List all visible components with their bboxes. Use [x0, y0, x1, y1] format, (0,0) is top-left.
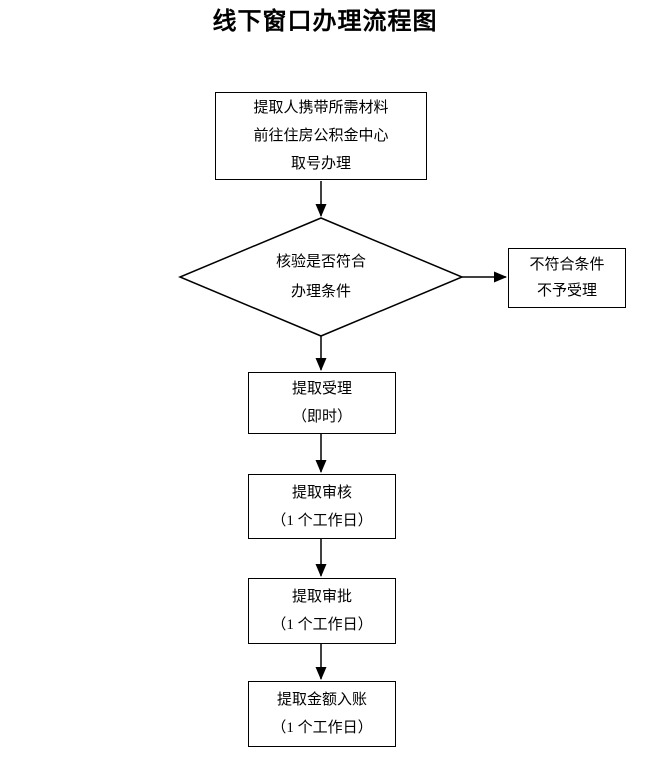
start-box: 提取人携带所需材料 前往住房公积金中心 取号办理 — [215, 92, 427, 180]
step-box-line: 提取受理 — [291, 381, 352, 397]
step-box-line: （即时） — [291, 409, 352, 425]
step-box-credit: 提取金额入账 （1 个工作日） — [248, 681, 396, 747]
step-box-line: 提取审批 — [291, 589, 352, 605]
step-box-line: 提取审核 — [291, 484, 352, 501]
page-title: 线下窗口办理流程图 — [212, 9, 438, 35]
reject-box-line: 不符合条件 — [529, 257, 605, 273]
start-box-line: 提取人携带所需材料 — [253, 100, 389, 116]
step-box-review: 提取审核 （1 个工作日） — [248, 474, 396, 539]
start-box-line: 取号办理 — [290, 156, 351, 172]
step-box-approve: 提取审批 （1 个工作日） — [248, 578, 396, 644]
reject-box-line: 不予受理 — [536, 283, 597, 299]
step-box-accept: 提取受理 （即时） — [248, 372, 396, 434]
step-box-line: （1 个工作日） — [271, 512, 373, 529]
step-box-line: （1 个工作日） — [271, 720, 373, 736]
step-box-line: 提取金额入账 — [276, 692, 367, 708]
step-box-line: （1 个工作日） — [271, 617, 373, 633]
decision-diamond-outline — [178, 217, 464, 337]
start-box-line: 前往住房公积金中心 — [253, 128, 389, 144]
reject-box: 不符合条件 不予受理 — [508, 248, 626, 308]
